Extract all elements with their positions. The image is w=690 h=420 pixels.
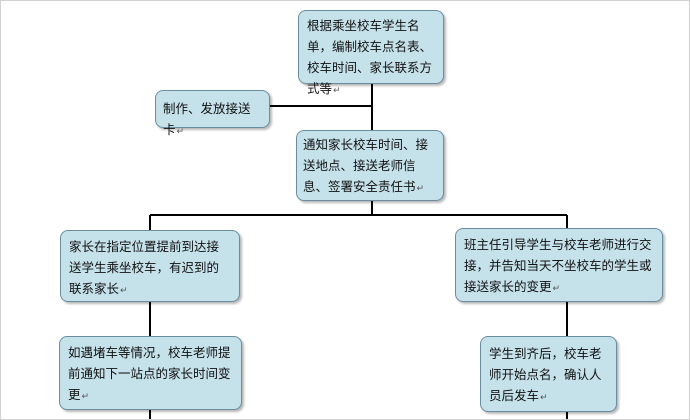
node-teacher-text: 班主任引导学生与校车老师进行交接，并告知当天不坐校车的学生或接送家长的变更 (464, 237, 652, 294)
node-rollcall-text: 学生到齐后，校车老师开始点名，确认人员后发车 (489, 346, 602, 403)
node-parents-text: 家长在指定位置提前到达接送学生乘坐校车，有迟到的联系家长 (69, 239, 220, 296)
paragraph-mark: ↵ (540, 393, 548, 403)
paragraph-mark: ↵ (120, 286, 128, 296)
node-notify-text: 通知家长校车时间、接送地点、接送老师信息、签署安全责任书 (303, 137, 429, 194)
node-card: 制作、发放接送卡↵ (155, 90, 270, 137)
paragraph-mark: ↵ (176, 127, 185, 137)
node-teacher: 班主任引导学生与校车老师进行交接，并告知当天不坐校车的学生或接送家长的变更↵ (455, 228, 663, 302)
node-card-text: 制作、发放接送卡 (163, 101, 251, 137)
node-notify: 通知家长校车时间、接送地点、接送老师信息、签署安全责任书↵ (296, 130, 444, 201)
paragraph-mark: ↵ (552, 284, 561, 294)
paragraph-mark: ↵ (333, 86, 341, 96)
paragraph-mark: ↵ (416, 184, 425, 194)
node-start: 根据乘坐校车学生名单，编制校车点名表、校车时间、家长联系方式等↵ (298, 10, 444, 96)
node-traffic-text: 如遇堵车等情况，校车老师提前通知下一站点的家长时间变更 (68, 345, 231, 402)
node-parents: 家长在指定位置提前到达接送学生乘坐校车，有迟到的联系家长↵ (60, 230, 240, 302)
node-rollcall: 学生到齐后，校车老师开始点名，确认人员后发车↵ (480, 336, 617, 412)
node-traffic: 如遇堵车等情况，校车老师提前通知下一站点的家长时间变更↵ (59, 336, 242, 410)
paragraph-mark: ↵ (81, 392, 90, 402)
node-start-text: 根据乘坐校车学生名单，编制校车点名表、校车时间、家长联系方式等 (307, 18, 433, 96)
